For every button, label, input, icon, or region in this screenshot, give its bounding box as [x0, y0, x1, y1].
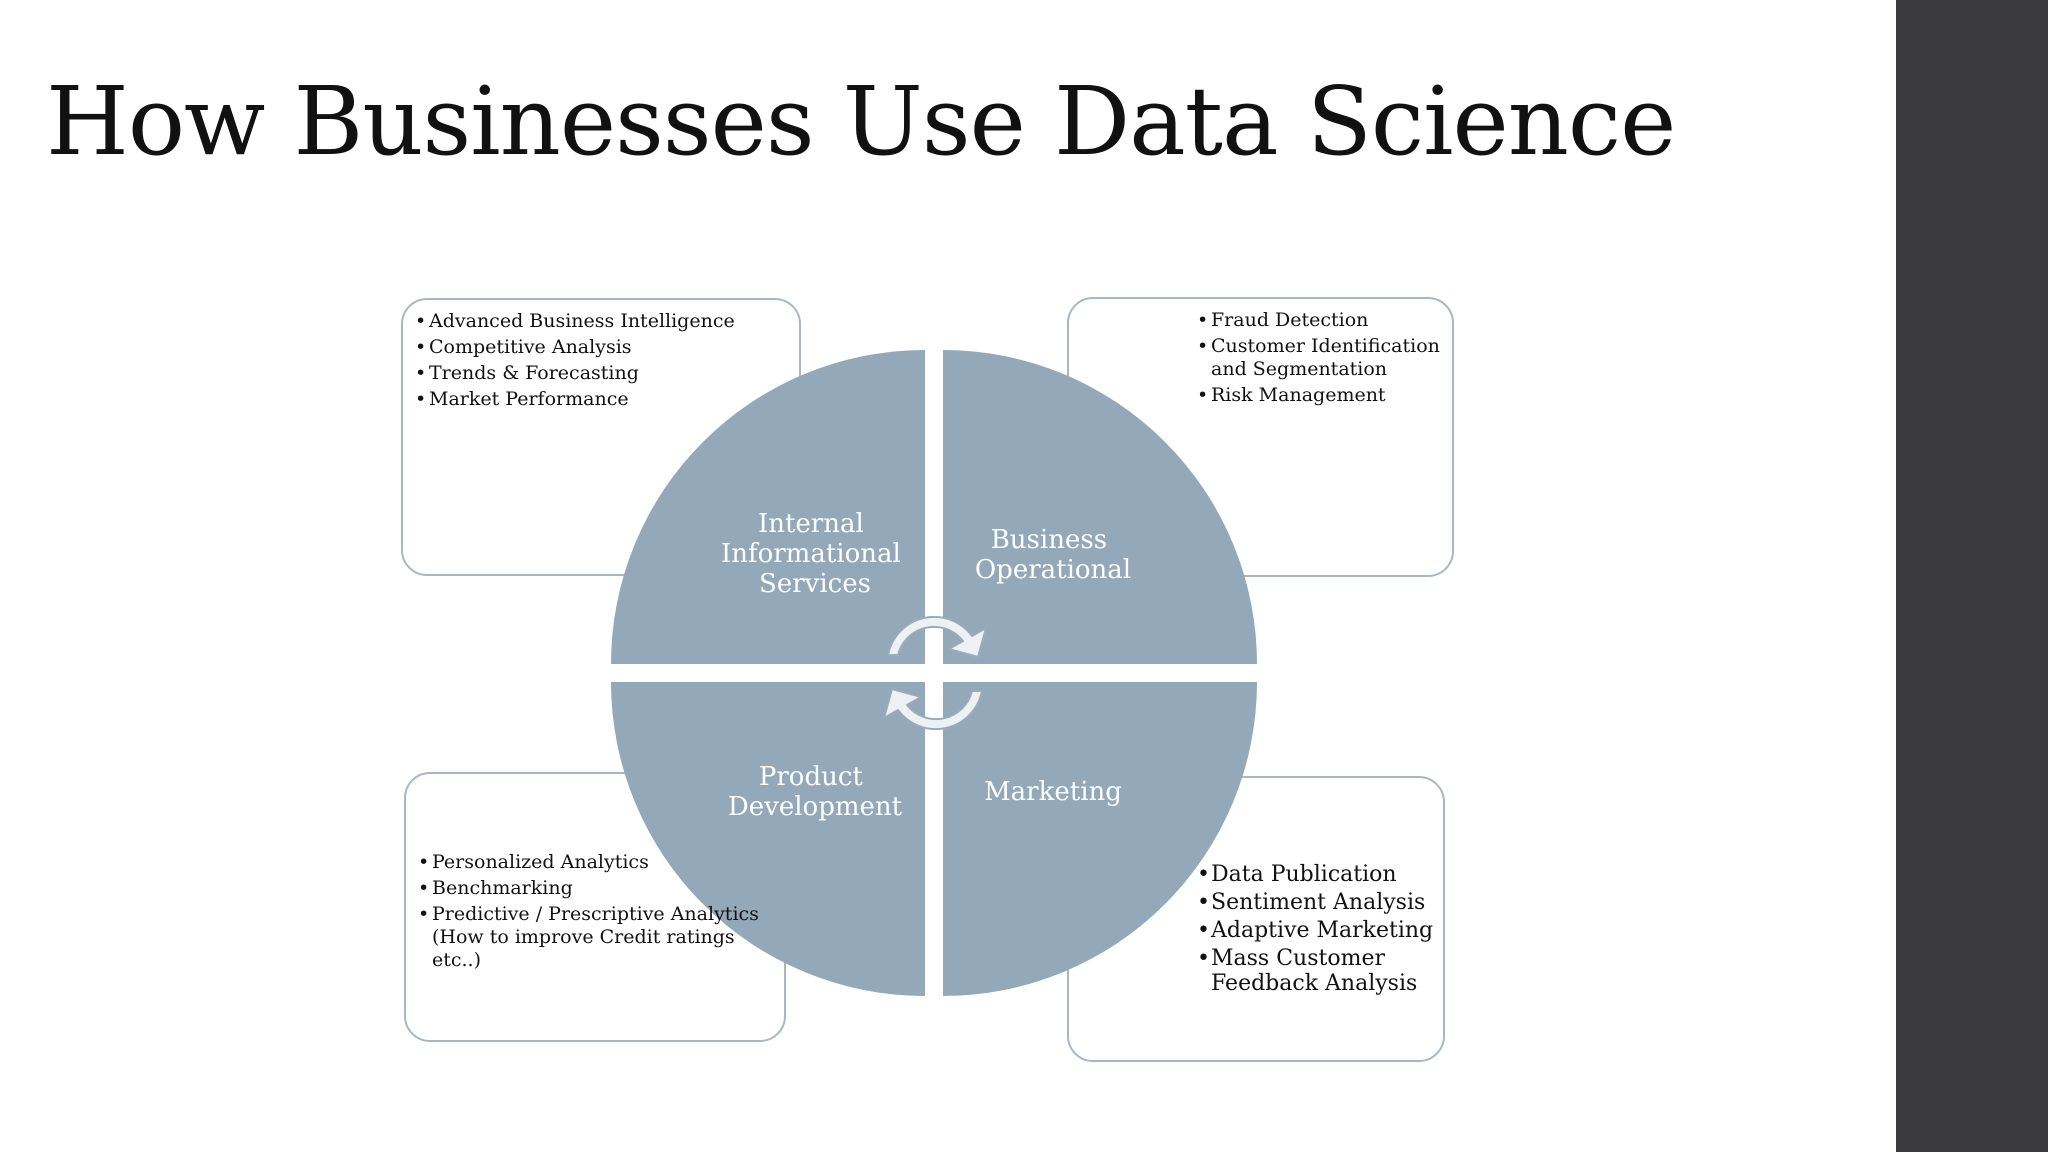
quadrant-bottom-left [611, 682, 925, 996]
presentation-side-bar [1896, 0, 2048, 1152]
list-item: Mass Customer Feedback Analysis [1197, 946, 1437, 996]
list-item: Personalized Analytics [418, 851, 778, 874]
list-item: Fraud Detection [1197, 309, 1447, 332]
quadrant-diagram: Business Operational Internal Informatio… [611, 350, 1257, 996]
slide-title: How Businesses Use Data Science [46, 67, 1676, 177]
quadrant-label-business-operational: Business Operational [975, 525, 1131, 585]
list-item: Competitive Analysis [415, 336, 795, 359]
quadrant-bottom-right [943, 682, 1257, 996]
list-item: Adaptive Marketing [1197, 918, 1437, 943]
quadrant-label-internal-services: Internal Informational Services [721, 509, 909, 599]
quadrant-label-line: Product [759, 762, 864, 792]
list-business-operational: Fraud Detection Customer Identification … [1197, 309, 1447, 410]
quadrant-label-line: Internal [758, 509, 864, 539]
list-item: Market Performance [415, 388, 795, 411]
quadrant-top-right [943, 350, 1257, 664]
quadrant-label-line: Services [759, 569, 871, 599]
slide: How Businesses Use Data Science Business… [0, 0, 1896, 1152]
clockwise-arrow-icon [887, 615, 987, 658]
list-item: Advanced Business Intelligence [415, 310, 795, 333]
list-product-development: Personalized Analytics Benchmarking Pred… [418, 851, 778, 975]
quadrant-label-marketing: Marketing [984, 777, 1122, 807]
list-item: Predictive / Prescriptive Analytics (How… [418, 903, 778, 972]
quadrant-label-line: Informational [721, 539, 901, 569]
list-item: Sentiment Analysis [1197, 890, 1437, 915]
quadrant-label-line: Marketing [984, 777, 1122, 807]
quadrant-top-left [611, 350, 925, 664]
list-item: Data Publication [1197, 862, 1437, 887]
list-item: Risk Management [1197, 384, 1447, 407]
list-internal-services: Advanced Business Intelligence Competiti… [415, 310, 795, 414]
quadrant-label-line: Operational [975, 555, 1131, 585]
list-item: Trends & Forecasting [415, 362, 795, 385]
quadrant-label-line: Development [728, 792, 903, 822]
cycle-arrows-icon [883, 615, 987, 731]
list-item: Customer Identification and Segmentation [1197, 335, 1447, 381]
list-item: Benchmarking [418, 877, 778, 900]
clockwise-arrow-icon [883, 688, 983, 731]
list-marketing: Data Publication Sentiment Analysis Adap… [1197, 862, 1437, 999]
quadrant-label-line: Business [991, 525, 1107, 555]
quadrant-label-product-development: Product Development [728, 762, 903, 822]
